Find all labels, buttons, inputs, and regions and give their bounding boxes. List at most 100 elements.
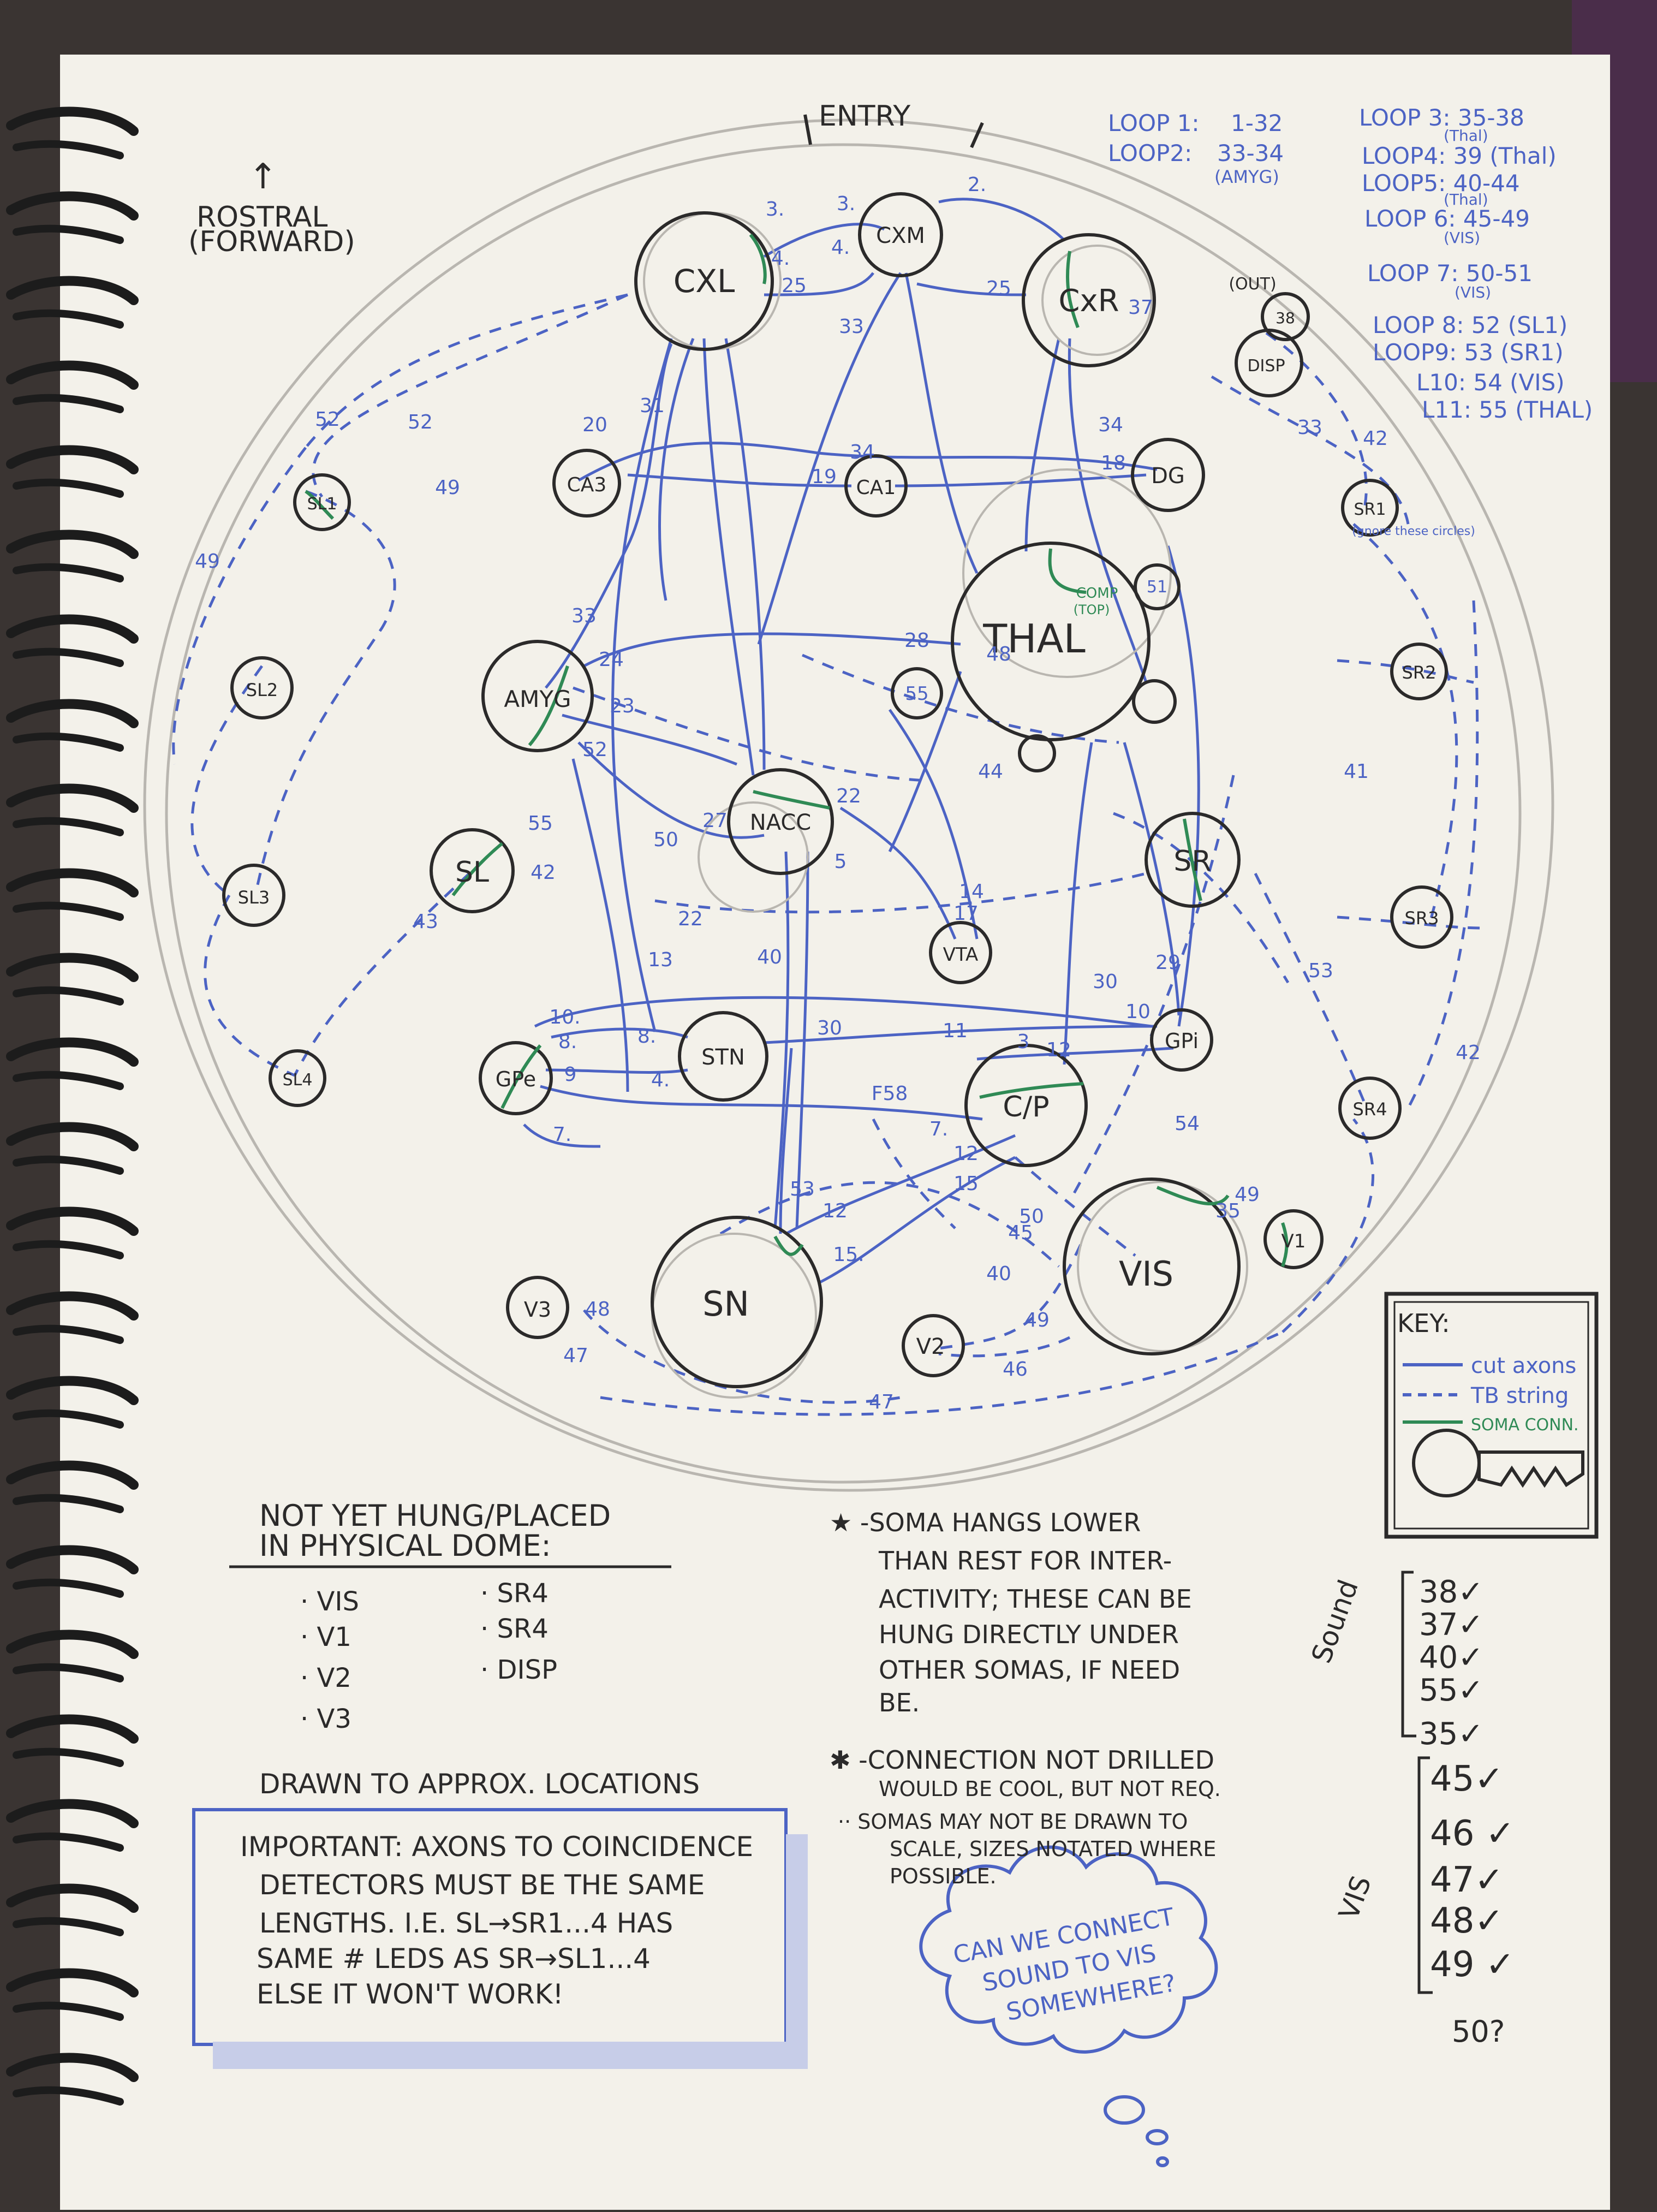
note-dots-3: POSSIBLE.	[890, 1864, 997, 1888]
label-cxl: CXL	[673, 263, 735, 300]
connection-number: 20	[582, 414, 607, 436]
key-cut-axons: cut axons	[1471, 1353, 1576, 1378]
soma-sr4	[1338, 1077, 1402, 1140]
connection-number: 23	[610, 695, 635, 717]
label-disp: DISP	[1247, 356, 1285, 376]
connection-number: 3	[1017, 1031, 1030, 1053]
soma-v2	[902, 1314, 965, 1377]
label-gpe: GPe	[496, 1067, 536, 1091]
connection-number: 27	[702, 810, 728, 832]
key-text: KEY: cut axons TB string SOMA CONN.	[1397, 1309, 1579, 1435]
up-arrow-icon: ↑	[248, 157, 278, 197]
key-box	[1384, 1292, 1599, 1539]
loop-1-label: LOOP 1:	[1108, 110, 1200, 136]
vis-48: 48✓	[1430, 1901, 1504, 1941]
spiral-binding	[6, 106, 139, 2106]
label-v3: V3	[524, 1298, 551, 1322]
connection-number: 54	[1175, 1113, 1200, 1135]
key-title: KEY:	[1397, 1309, 1450, 1338]
connection-number: 46	[1003, 1358, 1028, 1381]
loop-7: LOOP 7: 50-51	[1367, 260, 1533, 287]
connection-number: 49	[1024, 1309, 1050, 1331]
label-sr2: SR2	[1402, 662, 1437, 683]
not-hung-title-1: NOT YET HUNG/PLACED	[259, 1499, 611, 1533]
loop-5-sub: (Thal)	[1444, 191, 1488, 209]
soma-small-thal	[1132, 679, 1177, 724]
connection-number: 4.	[651, 1069, 670, 1091]
connection-number: 18	[1101, 452, 1126, 474]
not-hung-disp: · DISP	[480, 1655, 557, 1685]
key-soma-conn: SOMA CONN.	[1471, 1416, 1579, 1435]
connection-number: 11	[943, 1020, 968, 1042]
soma-sr1	[1341, 479, 1399, 537]
connection-number: 25	[782, 275, 807, 297]
soma-sn	[651, 1216, 823, 1388]
connection-number: 45	[1008, 1222, 1033, 1244]
note-star-2: THAN REST FOR INTER-	[878, 1546, 1172, 1575]
connection-number: 9	[564, 1063, 577, 1086]
connection-number: 47	[563, 1345, 588, 1367]
connection-number: 10	[1125, 1001, 1151, 1023]
important-line-1: IMPORTANT: AXONS TO COINCIDENCE	[240, 1831, 753, 1863]
connection-number: 42	[1363, 427, 1388, 450]
connection-number: 12	[1046, 1039, 1071, 1061]
label-ca3: CA3	[567, 474, 607, 496]
connection-number: 52	[315, 408, 340, 431]
connection-number: 24	[599, 649, 624, 671]
loop-1-value: 1-32	[1231, 110, 1283, 136]
note-star-3: ACTIVITY; THESE CAN BE	[879, 1584, 1192, 1614]
label-sl1: SL1	[307, 495, 337, 514]
connection-number: 52	[582, 739, 607, 761]
label-sr4: SR4	[1353, 1099, 1387, 1120]
not-hung-section: NOT YET HUNG/PLACED IN PHYSICAL DOME: · …	[259, 1499, 700, 1800]
connection-number: 4.	[771, 247, 790, 270]
connection-number: 12	[953, 1143, 979, 1165]
forward-label: (FORWARD)	[188, 225, 355, 258]
loop-5: LOOP5: 40-44	[1362, 170, 1520, 197]
loop-3: LOOP 3: 35-38	[1359, 104, 1524, 131]
soma-nacc	[727, 768, 834, 875]
important-box	[192, 1808, 808, 2069]
loop-2-value: 33-34	[1217, 140, 1284, 167]
connection-number: 48	[585, 1298, 610, 1321]
connection-number: 35	[1215, 1200, 1241, 1222]
note-asterisk-1: ✱ -CONNECTION NOT DRILLED	[830, 1745, 1214, 1775]
label-cxr: CxR	[1058, 283, 1119, 319]
connection-number: 49	[435, 477, 460, 499]
label-vta: VTA	[943, 944, 979, 966]
label-sl3: SL3	[238, 887, 270, 908]
loop-4: LOOP4: 39 (Thal)	[1362, 142, 1557, 169]
not-hung-title-2: IN PHYSICAL DOME:	[259, 1529, 551, 1563]
important-line-5: ELSE IT WON'T WORK!	[257, 1978, 564, 2010]
loop-3-sub: (Thal)	[1444, 127, 1488, 145]
label-sn: SN	[702, 1284, 749, 1324]
note-star-1: ★ -SOMA HANGS LOWER	[830, 1508, 1141, 1537]
connection-number: 4.	[831, 236, 850, 259]
label-sl: SL	[455, 856, 489, 889]
connection-number: 12	[822, 1200, 848, 1222]
note-star-6: BE.	[879, 1688, 920, 1717]
connection-number: 34	[1098, 414, 1123, 436]
connection-number: 15	[953, 1173, 979, 1195]
connection-number: 33	[1297, 417, 1322, 439]
soma-v3	[506, 1276, 569, 1339]
connection-number: 17	[953, 902, 979, 925]
label-dg: DG	[1151, 463, 1185, 489]
soma-dg	[1131, 438, 1205, 512]
soma-connections	[305, 234, 1289, 1267]
soma-stn	[678, 1011, 768, 1102]
loop-9: LOOP9: 53 (SR1)	[1373, 339, 1564, 366]
soma-small-thal-2	[1018, 734, 1056, 772]
soma-cxr	[1022, 233, 1156, 367]
label-cp: C/P	[1003, 1091, 1049, 1123]
node-labels: CXL CXM CxR DISP (OUT) 38 CA3 CA1 DG THA…	[238, 223, 1475, 1359]
connection-number: 8.	[637, 1025, 656, 1048]
checklist-brackets	[1401, 1571, 1433, 1994]
label-stn: STN	[701, 1045, 745, 1070]
not-hung-vis: · VIS	[300, 1586, 359, 1617]
connection-number: 49	[195, 550, 220, 573]
sound-38: 38✓	[1419, 1574, 1483, 1610]
connection-number: 7.	[553, 1123, 571, 1146]
